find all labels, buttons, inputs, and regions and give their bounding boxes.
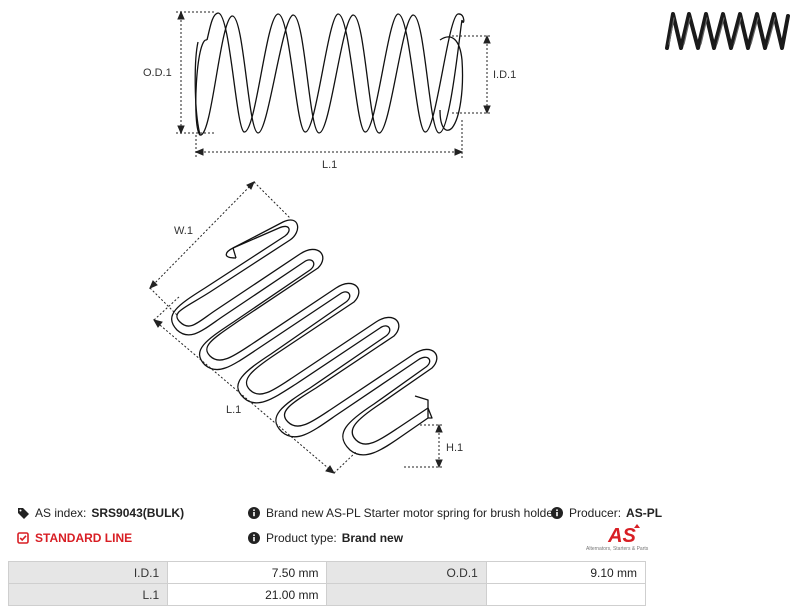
spec-value: 7.50 mm (167, 561, 328, 584)
as-index-value: SRS9043(BULK) (91, 506, 185, 520)
spring-photo-thumbnail (665, 12, 790, 50)
specs-table: I.D.1 7.50 mm O.D.1 9.10 mm L.1 21.00 mm (7, 561, 647, 606)
width-label: W.1 (174, 225, 193, 237)
product-type-label: Product type: (266, 531, 337, 545)
spec-label: I.D.1 (7, 561, 169, 584)
logo-caption: Alternators, Starters & Parts (586, 546, 649, 552)
spec-label: L.1 (7, 583, 169, 606)
product-type-value: Brand new (341, 531, 404, 545)
standard-line: STANDARD LINE (16, 531, 132, 545)
as-index-label: AS index: (35, 506, 87, 520)
table-row: I.D.1 7.50 mm O.D.1 9.10 mm (7, 561, 647, 584)
table-row: L.1 21.00 mm (7, 583, 647, 606)
spring-drawing: O.D.1 I.D.1 L.1 W.1 L.1 H.1 (143, 10, 790, 474)
spec-label (326, 583, 487, 606)
as-index: AS index: SRS9043(BULK) (16, 506, 184, 520)
info-icon (247, 532, 261, 544)
producer: Producer: AS-PL (550, 506, 662, 520)
length-iso-label: L.1 (226, 404, 241, 416)
dimension-lines-top (176, 10, 491, 158)
id-label: I.D.1 (493, 69, 516, 81)
spec-value: 9.10 mm (485, 561, 647, 584)
as-logo: AS (607, 524, 640, 547)
standard-line-label: STANDARD LINE (35, 531, 133, 545)
spring-side-view (194, 12, 465, 136)
spring-iso-view (171, 219, 438, 456)
spec-label: O.D.1 (326, 561, 487, 584)
od-label: O.D.1 (143, 67, 172, 79)
product-type: Product type: Brand new (247, 531, 403, 545)
spec-value (485, 583, 647, 606)
producer-value: AS-PL (626, 506, 663, 520)
producer-label: Producer: (569, 506, 622, 520)
description-text: Brand new AS-PL Starter motor spring for… (266, 506, 558, 520)
as-logo-text: AS (607, 525, 636, 547)
tags-icon (16, 507, 30, 519)
info-icon (247, 507, 261, 519)
length-top-label: L.1 (322, 159, 337, 171)
dimension-lines-iso (149, 181, 444, 474)
height-label: H.1 (446, 442, 463, 454)
product-description: Brand new AS-PL Starter motor spring for… (247, 506, 557, 520)
check-square-icon (16, 532, 30, 544)
info-icon (550, 507, 564, 519)
spec-value: 21.00 mm (167, 583, 328, 606)
